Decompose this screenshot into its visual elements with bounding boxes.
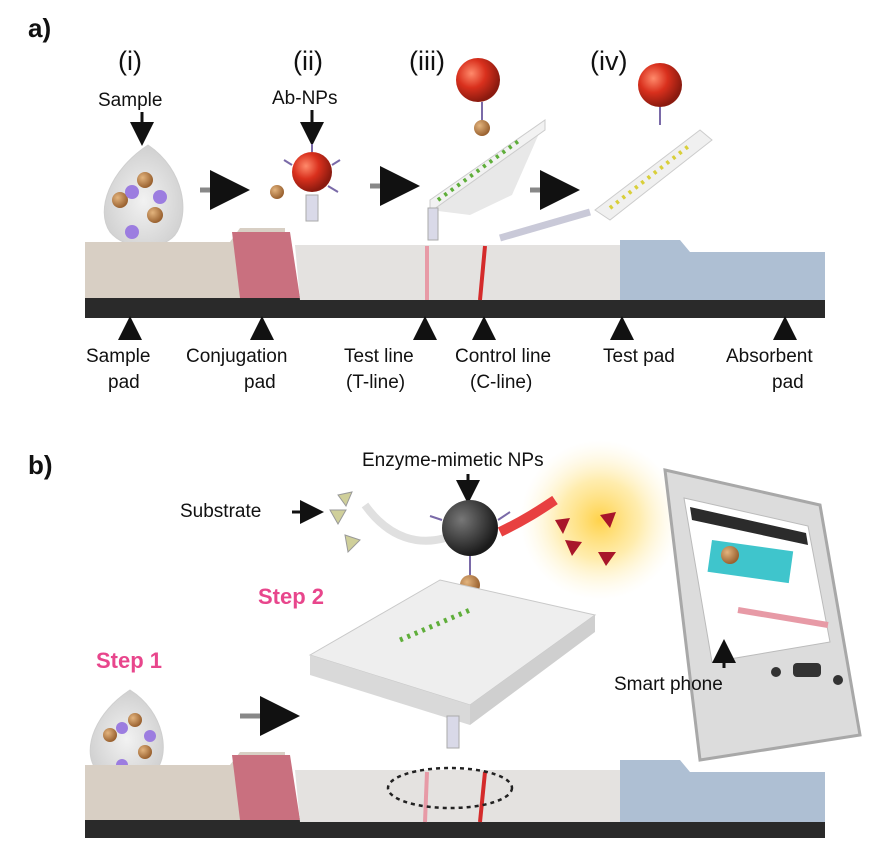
step-iv-label: (iv) [590, 46, 627, 76]
control-line-label-1: Control line [455, 346, 551, 367]
sample-label: Sample [98, 90, 162, 111]
sample-pad-label-1: Sample [86, 346, 150, 367]
smart-phone-label: Smart phone [614, 674, 723, 695]
test-line-inset [427, 58, 546, 241]
sample-droplet-b [89, 689, 164, 781]
conjugation-pad-label-2: pad [244, 372, 276, 393]
absorbent-pad-label-1: Absorbent [726, 346, 813, 367]
test-line-label-1: Test line [344, 346, 414, 367]
substrate-molecules [329, 491, 361, 554]
test-line-plate [308, 579, 597, 749]
smart-phone-illustration [663, 468, 862, 762]
panel-a-label: a) [28, 13, 51, 43]
light-glow [520, 440, 680, 600]
control-line-inset [499, 63, 713, 242]
panel-b-label: b) [28, 450, 53, 480]
step-2-label: Step 2 [258, 584, 324, 609]
step-ii-label: (ii) [293, 46, 323, 76]
substrate-label: Substrate [180, 501, 261, 522]
colored-products [555, 512, 616, 566]
step-i-label: (i) [118, 46, 142, 76]
step-1-label: Step 1 [96, 648, 162, 673]
ab-nps-label: Ab-NPs [272, 88, 337, 109]
absorbent-pad-label-2: pad [772, 372, 804, 393]
strip-b [85, 752, 825, 838]
test-pad-label: Test pad [603, 346, 675, 367]
sample-droplet [103, 144, 184, 248]
substrate-flow-arrow [361, 502, 447, 545]
test-line-label-2: (T-line) [346, 372, 405, 393]
product-flow-arrow [497, 495, 558, 537]
sample-pad-label-2: pad [108, 372, 140, 393]
strip-a-pointers [118, 316, 797, 340]
conjugation-pad-label-1: Conjugation [186, 346, 287, 367]
step-iii-label: (iii) [409, 46, 445, 76]
enzyme-np-label: Enzyme-mimetic NPs [362, 450, 544, 471]
control-line-label-2: (C-line) [470, 372, 532, 393]
strip-a [85, 228, 825, 318]
ab-np-conjugate [270, 144, 341, 222]
